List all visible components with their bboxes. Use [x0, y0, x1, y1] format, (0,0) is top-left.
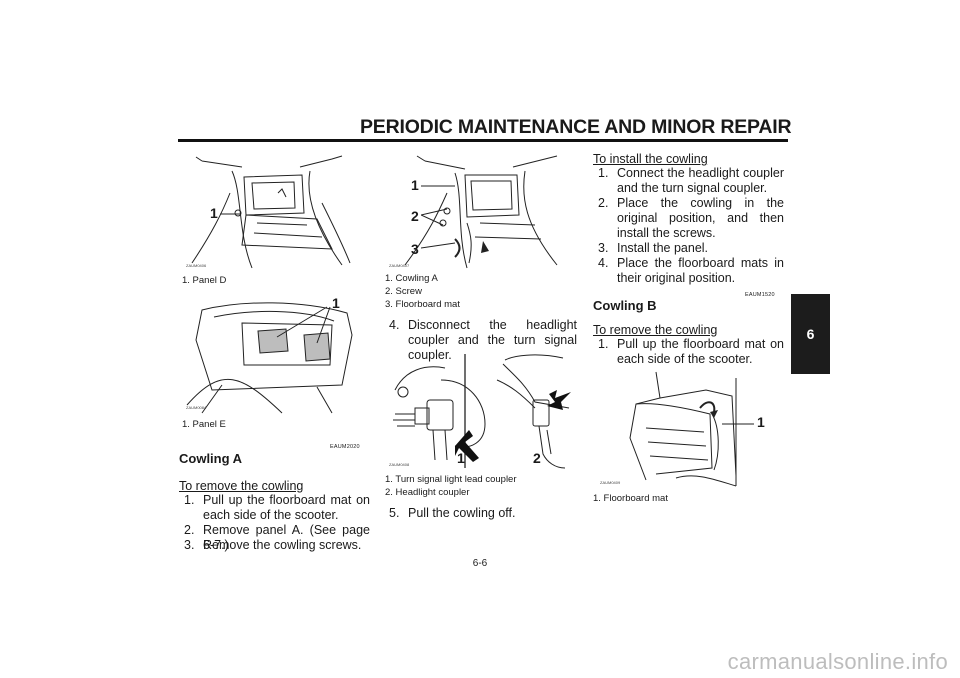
step-text: Pull the cowling off.: [408, 506, 516, 520]
caption: 1. Cowling A: [385, 273, 438, 284]
step-text: Connect the headlight coupler and the tu…: [617, 166, 784, 195]
subheading: To remove the cowling: [593, 323, 718, 337]
step-number: 1.: [598, 337, 609, 351]
step-text: Pull up the floorboard mat on each side …: [617, 337, 784, 366]
figure-panel-d: 1 ZAUM0406: [182, 153, 364, 271]
figure-code: ZAUM0407: [389, 263, 410, 268]
step-text: Place the cowling in the original positi…: [617, 196, 784, 240]
figure-code: ZAUM0406: [186, 263, 207, 268]
step: 4. Place the floorboard mats in their or…: [598, 256, 784, 286]
section-code: EAUM2020: [330, 444, 360, 450]
section-heading: Cowling B: [593, 298, 657, 313]
page-title: PERIODIC MAINTENANCE AND MINOR REPAIR: [360, 116, 792, 138]
figure-panel-e-drawing: [186, 302, 353, 414]
step-number: 3.: [184, 538, 195, 552]
figure-code: ZAUM0408: [389, 462, 410, 467]
callout-1: 1: [757, 414, 765, 430]
step: 5. Pull the cowling off.: [389, 506, 577, 521]
figure-cowling-a: 1 2 3 ZAUM0407: [385, 153, 575, 271]
step-number: 5.: [389, 506, 400, 520]
step-number: 4.: [598, 256, 609, 270]
figure-code: ZAUM0409: [600, 480, 621, 485]
step-text: Install the panel.: [617, 241, 709, 255]
figure-panel-e: 1 ZAUM0084: [182, 295, 364, 415]
step-text: Pull up the floorboard mat on each side …: [203, 493, 370, 522]
watermark: carmanualsonline.info: [727, 649, 948, 674]
leader-line: [220, 213, 240, 215]
callout-2: 2: [533, 450, 541, 466]
chapter-tab: 6: [791, 294, 830, 374]
caption: 2. Headlight coupler: [385, 487, 470, 498]
page-number: 6-6: [472, 558, 488, 569]
callout-1: 1: [411, 177, 419, 193]
figure-panel-d-drawing: [191, 155, 351, 269]
step-number: 2.: [598, 196, 609, 210]
step-text: Remove the cowling screws.: [203, 538, 362, 552]
section-heading: Cowling A: [179, 451, 243, 466]
header-rule: [178, 139, 788, 142]
step: 3. Remove the cowling screws.: [184, 538, 370, 553]
section-code: EAUM1520: [745, 292, 775, 298]
step: 2. Place the cowling in the original pos…: [598, 196, 784, 241]
callout-1: 1: [457, 450, 465, 466]
caption: 1. Turn signal light lead coupler: [385, 474, 517, 485]
step-number: 4.: [389, 318, 400, 332]
caption: 2. Screw: [385, 286, 422, 297]
step: 2. Remove panel A. (See page 6-7.): [184, 523, 370, 553]
caption: 1. Panel D: [182, 275, 227, 286]
step-number: 1.: [184, 493, 195, 507]
step: 3. Install the panel.: [598, 241, 784, 256]
caption: 1. Panel E: [182, 419, 226, 430]
figure-couplers: 1 2 ZAUM0408: [385, 350, 577, 470]
step-number: 1.: [598, 166, 609, 180]
subheading: To remove the cowling: [179, 479, 304, 493]
callout-1: 1: [332, 295, 340, 311]
figure-floorboard-mat-drawing: [629, 371, 754, 487]
step-text: Disconnect the headlight coupler and the…: [408, 318, 577, 362]
step: 4. Disconnect the headlight coupler and …: [389, 318, 577, 363]
figure-couplers-drawing: [393, 354, 571, 469]
step-number: 3.: [598, 241, 609, 255]
step: 1. Connect the headlight coupler and the…: [598, 166, 784, 196]
callout-3: 3: [411, 241, 419, 257]
step-number: 2.: [184, 523, 195, 537]
step-text: Place the floorboard mats in their origi…: [617, 256, 784, 285]
caption: 3. Floorboard mat: [385, 299, 460, 310]
figure-code: ZAUM0084: [186, 405, 207, 410]
step: 1. Pull up the floorboard mat on each si…: [184, 493, 370, 523]
leader-lines: [421, 185, 456, 249]
step: 1. Pull up the floorboard mat on each si…: [598, 337, 784, 367]
step-text: Remove panel A. (See page 6-7.): [203, 523, 370, 552]
figure-floorboard-mat: 1 ZAUM0409: [596, 368, 778, 488]
caption: 1. Floorboard mat: [593, 493, 668, 504]
callout-1: 1: [210, 205, 218, 221]
figure-cowling-a-drawing: [404, 155, 558, 269]
callout-2: 2: [411, 208, 419, 224]
subheading: To install the cowling: [593, 152, 708, 166]
